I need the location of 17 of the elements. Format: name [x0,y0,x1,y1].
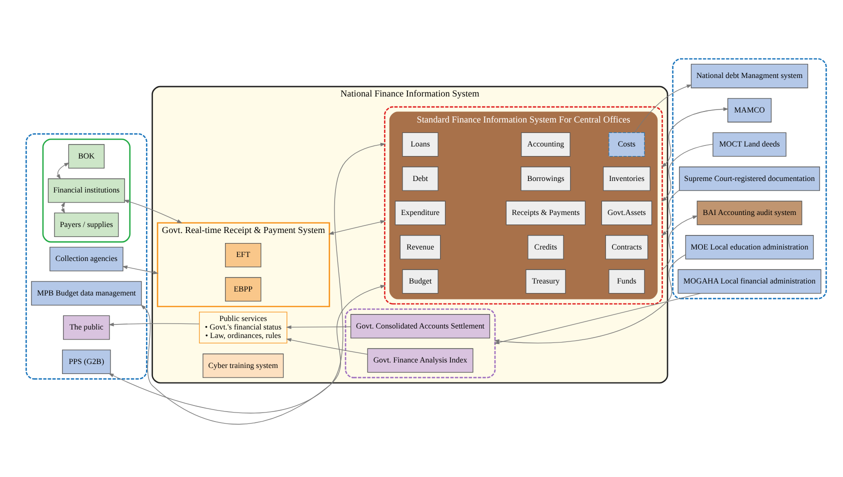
arrow [108,322,200,326]
arrow [662,215,698,270]
arrow [122,264,159,274]
arrow [662,106,729,168]
arrow [662,143,714,202]
arrow [60,201,66,214]
arrow [124,199,182,223]
arrow [108,142,386,413]
arrow [634,84,692,132]
cluster [672,58,827,299]
arrow [140,284,386,424]
arrow [286,338,368,354]
arrow [286,324,351,329]
arrow [328,220,386,234]
arrow [662,189,680,236]
cluster [344,308,496,378]
arrow [56,162,70,179]
